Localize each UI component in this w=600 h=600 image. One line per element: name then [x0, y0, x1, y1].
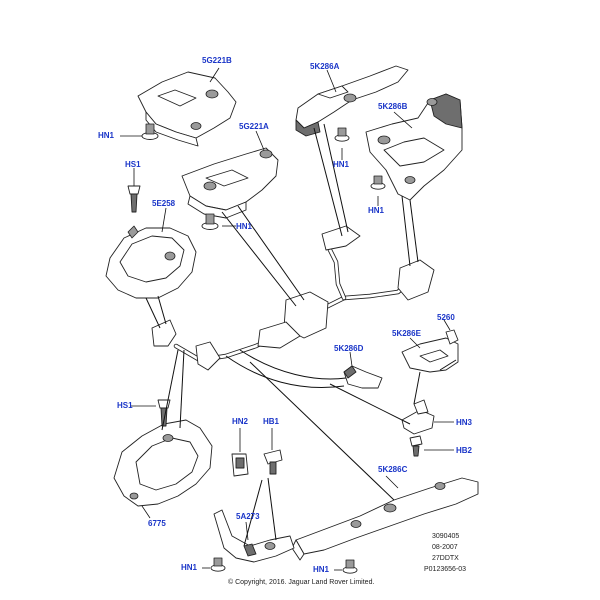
callout-HS1-top: HS1 — [125, 160, 141, 169]
callout-5G221B: 5G221B — [202, 56, 232, 65]
callout-HN1-top: HN1 — [98, 131, 115, 140]
heat-shield-5G221A — [181, 147, 279, 219]
fasteners — [127, 123, 423, 574]
callout-HN1-bottom-left: HN1 — [181, 563, 198, 572]
bracket-5A273 — [213, 509, 295, 563]
callout-HN2: HN2 — [232, 417, 249, 426]
callout-5K286E: 5K286E — [392, 329, 421, 338]
ref-number: 3090405 — [432, 533, 460, 540]
callout-HN1-5G221A: HN1 — [236, 222, 253, 231]
callout-5K286C: 5K286C — [378, 465, 408, 474]
callout-5K286D: 5K286D — [334, 344, 364, 353]
heat-shield-5K286A — [295, 65, 409, 137]
callout-HN1-bottom: HN1 — [313, 565, 330, 574]
leader-lines — [120, 67, 457, 571]
heat-shield-5K286D — [343, 365, 383, 389]
heat-shield-5E258 — [105, 225, 197, 299]
copyright: © Copyright, 2016. Jaguar Land Rover Lim… — [228, 579, 375, 586]
heat-shield-5K286E — [401, 337, 459, 373]
heat-shield-5G221B — [137, 71, 237, 147]
callout-5260: 5260 — [437, 313, 455, 322]
heat-shield-5K286B — [365, 93, 463, 201]
callout-HN3: HN3 — [456, 418, 473, 427]
callout-5K286A: 5K286A — [310, 62, 340, 71]
ref-illustration-id: P0123656-03 — [424, 566, 467, 573]
ref-date: 08-2007 — [432, 544, 458, 551]
callout-5K286B: 5K286B — [378, 102, 408, 111]
callout-HB2: HB2 — [456, 446, 473, 455]
callout-5E258: 5E258 — [152, 199, 176, 208]
callout-5A273: 5A273 — [236, 512, 260, 521]
bracket-5260 — [445, 329, 459, 345]
heat-shield-6775 — [113, 419, 213, 507]
callout-HN1-5K286A: HN1 — [333, 160, 350, 169]
heat-shield-5K286C — [291, 477, 479, 561]
callout-HB1: HB1 — [263, 417, 280, 426]
callout-HN1-5K286B: HN1 — [368, 206, 385, 215]
callout-HS1-lower: HS1 — [117, 401, 133, 410]
exhaust-pipe-assembly — [151, 225, 435, 435]
callout-6775: 6775 — [148, 519, 166, 528]
ref-code: 27DDTX — [432, 555, 459, 562]
callout-5G221A: 5G221A — [239, 122, 269, 131]
